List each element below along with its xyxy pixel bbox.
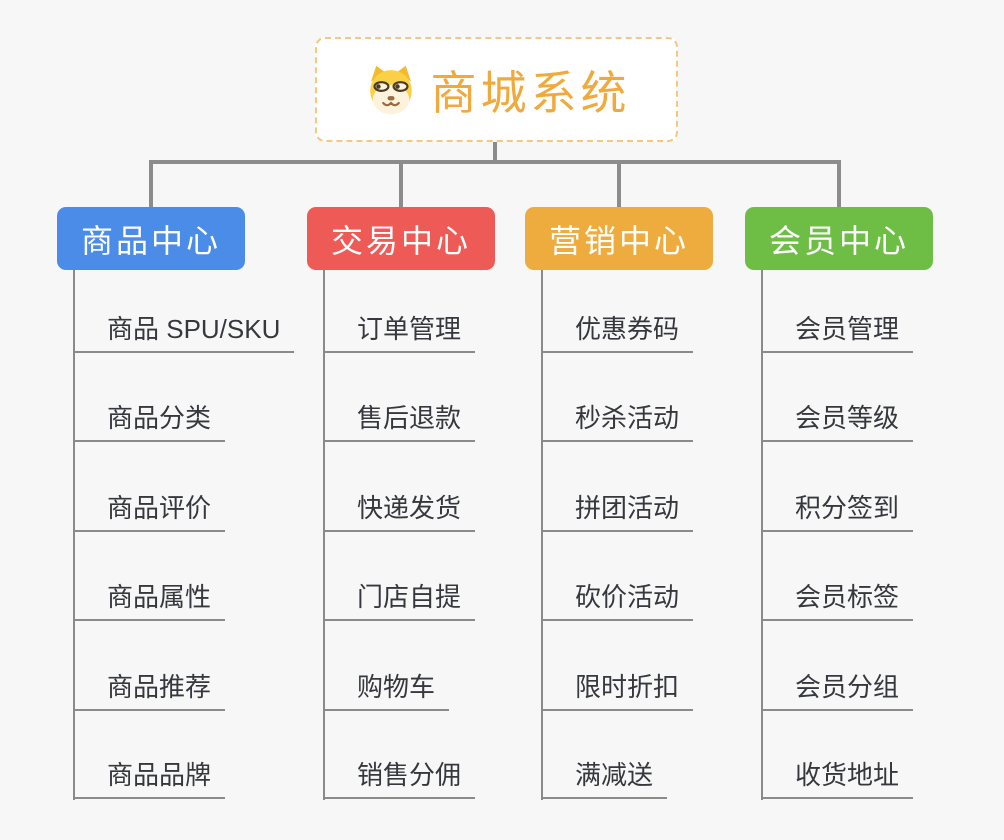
branch-node-product-center[interactable]: 商品中心 <box>57 207 245 270</box>
leaf-node[interactable]: 会员标签 <box>763 579 914 621</box>
leaf-node[interactable]: 门店自提 <box>325 579 476 621</box>
connector-branch-drop <box>837 160 841 208</box>
leaf-node[interactable]: 商品 SPU/SKU <box>75 311 295 353</box>
leaf-node[interactable]: 砍价活动 <box>543 579 694 621</box>
shiba-dog-icon <box>369 65 412 114</box>
leaf-node[interactable]: 会员等级 <box>763 400 914 442</box>
leaf-node[interactable]: 满减送 <box>543 757 668 799</box>
leaf-node[interactable]: 商品评价 <box>75 490 226 532</box>
connector-bus <box>149 160 841 164</box>
leaf-node[interactable]: 秒杀活动 <box>543 400 694 442</box>
leaf-node[interactable]: 限时折扣 <box>543 669 694 711</box>
leaf-node[interactable]: 商品分类 <box>75 400 226 442</box>
branch-spine-member-center: 会员管理 会员等级 积分签到 会员标签 会员分组 收货地址 <box>761 270 1001 800</box>
branch-spine-product-center: 商品 SPU/SKU 商品分类 商品评价 商品属性 商品推荐 商品品牌 <box>73 270 313 800</box>
leaf-node[interactable]: 订单管理 <box>325 311 476 353</box>
root-node[interactable]: 商城系统 <box>315 37 678 142</box>
connector-branch-drop <box>399 160 403 208</box>
branch-spine-marketing-center: 优惠券码 秒杀活动 拼团活动 砍价活动 限时折扣 满减送 <box>541 270 781 800</box>
leaf-node[interactable]: 售后退款 <box>325 400 476 442</box>
branch-node-marketing-center[interactable]: 营销中心 <box>525 207 713 270</box>
branch-node-trade-center[interactable]: 交易中心 <box>307 207 495 270</box>
leaf-node[interactable]: 商品属性 <box>75 579 226 621</box>
root-title: 商城系统 <box>430 66 631 119</box>
leaf-node[interactable]: 商品品牌 <box>75 757 226 799</box>
leaf-node[interactable]: 会员分组 <box>763 669 914 711</box>
leaf-node[interactable]: 购物车 <box>325 669 450 711</box>
connector-branch-drop <box>149 160 153 208</box>
leaf-node[interactable]: 快递发货 <box>325 490 476 532</box>
leaf-node[interactable]: 积分签到 <box>763 490 914 532</box>
leaf-node[interactable]: 销售分佣 <box>325 757 476 799</box>
leaf-node[interactable]: 优惠券码 <box>543 311 694 353</box>
leaf-node[interactable]: 收货地址 <box>763 757 914 799</box>
leaf-node[interactable]: 拼团活动 <box>543 490 694 532</box>
branch-spine-trade-center: 订单管理 售后退款 快递发货 门店自提 购物车 销售分佣 <box>323 270 563 800</box>
leaf-node[interactable]: 会员管理 <box>763 311 914 353</box>
leaf-node[interactable]: 商品推荐 <box>75 669 226 711</box>
branch-node-member-center[interactable]: 会员中心 <box>745 207 933 270</box>
connector-branch-drop <box>617 160 621 208</box>
connector-root-drop <box>493 142 497 164</box>
